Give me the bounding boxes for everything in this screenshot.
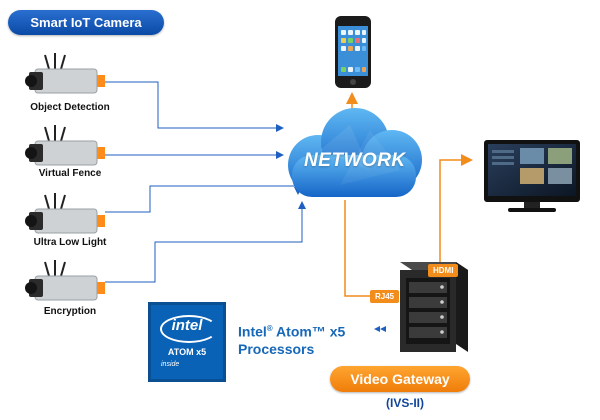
camera-link-ultra-low-light — [105, 185, 302, 213]
camera-icon-ultra-low-light — [25, 193, 105, 234]
intel-badge-product: ATOM x5 — [167, 347, 207, 357]
camera-link-encryption — [105, 201, 306, 283]
intel-text-brand: Intel — [238, 323, 267, 340]
intel-arrow-icon — [374, 326, 386, 332]
network-label: NETWORK — [304, 150, 406, 171]
camera-icon-encryption — [25, 260, 105, 301]
intel-text-reg: ® — [266, 324, 273, 333]
smartphone-icon — [335, 16, 371, 88]
rj45-tag: RJ45 — [370, 290, 400, 303]
diagram-title: Smart IoT Camera — [8, 10, 164, 35]
video-gateway-model: (IVS-II) — [386, 396, 424, 410]
camera-icon-virtual-fence — [25, 125, 105, 166]
camera-label-encryption: Encryption — [43, 306, 97, 317]
video-gateway-label: Video Gateway — [330, 366, 470, 392]
intel-logo-ring-icon — [160, 315, 218, 343]
intel-text-processors: Processors — [238, 340, 315, 357]
link-cloud-gateway — [344, 200, 395, 302]
camera-icon-object-detection — [25, 53, 105, 94]
hdmi-tag: HDMI — [428, 264, 459, 277]
intel-badge-inside: inside — [161, 361, 180, 368]
camera-label-object-detection: Object Detection — [30, 102, 110, 113]
camera-label-virtual-fence: Virtual Fence — [38, 168, 102, 179]
intel-text-atom: Atom™ x5 — [272, 323, 346, 340]
camera-label-ultra-low-light: Ultra Low Light — [33, 237, 107, 248]
camera-link-object-detection — [105, 81, 284, 132]
intel-processor-text: Intel® Atom™ x5 Processors — [238, 320, 345, 358]
monitor-icon — [484, 140, 580, 212]
intel-atom-badge: intel ATOM x5 inside — [148, 302, 226, 382]
link-gateway-monitor — [439, 154, 473, 270]
intel-badge-word: intel — [171, 317, 203, 334]
network-cloud-icon — [288, 108, 422, 197]
